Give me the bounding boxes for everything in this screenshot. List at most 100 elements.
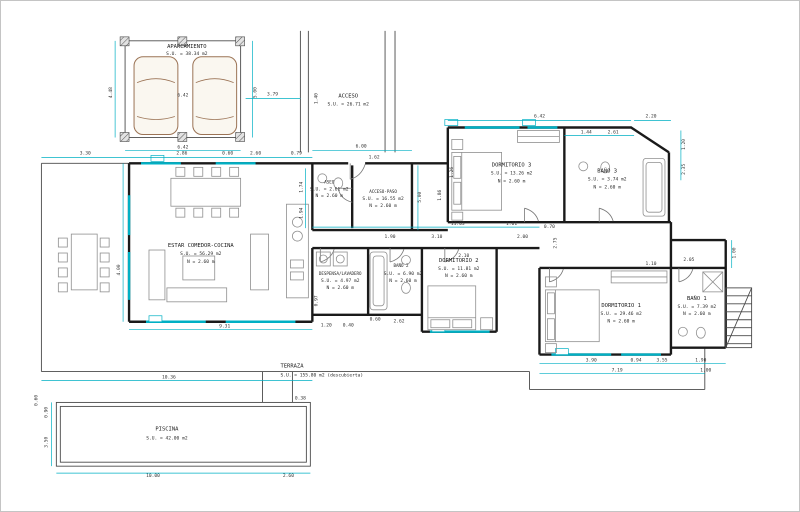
- garage: [119, 36, 245, 142]
- dim-label: 3.79: [267, 92, 278, 98]
- room-label-despensa: DESPENSA/LAVADERO: [319, 271, 362, 276]
- dim-label: 2.62: [393, 319, 404, 325]
- window-tag: [148, 315, 163, 323]
- dim-label: 2.10: [458, 253, 469, 259]
- room-height-acceso-paso: N = 2.60 m: [369, 203, 397, 209]
- dim-label: 5.00: [253, 87, 259, 98]
- dim-label: 1.74: [298, 182, 304, 193]
- stairs: [725, 287, 753, 349]
- furniture: [57, 130, 724, 354]
- dim-label: 1.40: [313, 93, 319, 104]
- dim-label: 0.90: [43, 407, 49, 418]
- dim-label: 2.60: [283, 473, 294, 479]
- room-area-dormitorio-1: S.U. = 29.46 m2: [600, 311, 642, 317]
- sofa-icon: [148, 249, 228, 303]
- dim-label: 1.62: [369, 154, 380, 160]
- room-label-estar: ESTAR COMEDOR-COCINA: [168, 243, 235, 249]
- dim-label: 0.60: [370, 317, 381, 323]
- room-label-bano-3: BAÑO 3: [597, 167, 617, 174]
- dim-label: 1.90: [385, 234, 396, 240]
- bathtub-icon: [578, 157, 666, 217]
- kitchen-counter-icon: [250, 203, 309, 299]
- room-height-estar: N = 2.60 m: [187, 259, 215, 265]
- bed-icon: [451, 130, 560, 221]
- terrace-outline: [40, 30, 706, 403]
- dim-label: 1.00: [700, 368, 711, 374]
- room-height-dormitorio-3: N = 2.60 m: [498, 178, 526, 184]
- dimension-lines: [41, 40, 733, 474]
- dim-label: 7.19: [612, 368, 623, 374]
- dim-label: 1.20: [681, 139, 687, 150]
- room-label-piscina: PISCINA: [155, 426, 179, 432]
- dim-label: 6.42: [177, 144, 188, 150]
- room-area-piscina: S.U. = 42.00 m2: [146, 435, 188, 441]
- room-height-despensa: N = 2.60 m: [326, 285, 354, 291]
- toilet-sink-icon: [317, 173, 344, 190]
- dim-label: 6.42: [177, 93, 188, 99]
- doors: [319, 163, 694, 283]
- room-area-dormitorio-3: S.U. = 13.26 m2: [491, 170, 533, 176]
- room-label-dormitorio-1: DORMITORIO 1: [601, 303, 641, 309]
- pool-outer-edge: [55, 401, 311, 467]
- washer-icon: [315, 251, 348, 267]
- room-label-acceso-paso: ACCESO-PASO: [369, 189, 397, 194]
- room-label-acceso: ACCESO: [338, 94, 358, 100]
- dim-label: 0.60: [222, 150, 233, 156]
- dim-label: 3.30: [80, 150, 91, 156]
- dim-label: 1.44: [581, 129, 592, 135]
- bed-icon: [427, 285, 494, 331]
- dim-label: 0.97: [313, 295, 319, 306]
- car-icon: [133, 56, 179, 135]
- dim-label: 2.61: [608, 129, 619, 135]
- room-area-dormitorio-2: S.U. = 11.81 m2: [438, 266, 480, 272]
- dim-label: 3.50: [43, 437, 49, 448]
- room-area-terraza: S.U. = 155.80 m2 (descubierta): [280, 373, 363, 379]
- room-area-aparcamiento: S.U. = 38.34 m2: [166, 51, 208, 57]
- room-labels: APARCAMIENTO S.U. = 38.34 m2 ACCESO S.U.…: [146, 44, 716, 441]
- room-height-bano-2: N = 2.60 m: [389, 278, 417, 284]
- window-tag: [522, 119, 536, 126]
- dim-label: 9.31: [219, 324, 230, 330]
- dim-label: 5.00: [417, 191, 423, 202]
- shower-icon: [678, 271, 724, 339]
- dim-label: 1.94: [298, 207, 304, 218]
- room-area-acceso: S.U. = 26.71 m2: [328, 102, 370, 108]
- room-area-aseo: S.U. = 2.61 m2: [310, 186, 349, 192]
- dim-label: 4.48: [108, 87, 114, 98]
- room-area-bano-1: S.U. = 7.39 m2: [678, 304, 717, 310]
- dim-label: 6.00: [356, 143, 367, 149]
- dim-label: 2.60: [250, 150, 261, 156]
- room-label-terraza: TERRAZA: [280, 364, 304, 370]
- room-label-dormitorio-3: DORMITORIO 3: [492, 162, 532, 168]
- dim-label: 1.10: [646, 261, 657, 267]
- dim-label: 3.90: [586, 358, 597, 364]
- window-tag: [444, 119, 459, 126]
- dim-label: 10.00: [146, 473, 160, 479]
- room-label-bano-2: BAÑO 2: [393, 263, 409, 268]
- dim-label: 1.00: [732, 247, 738, 258]
- dim-label: 1.86: [437, 189, 443, 200]
- dimension-labels: 6.42 4.48 5.00 6.42 3.79 1.40 3.30 2.86 …: [33, 87, 737, 479]
- room-area-bano-2: S.U. = 6.90 m2: [384, 271, 423, 277]
- room-height-dormitorio-1: N = 2.60 m: [607, 319, 635, 325]
- dim-label: 3.10: [431, 234, 442, 240]
- window-tag: [555, 348, 569, 355]
- room-height-bano-3: N = 2.60 m: [593, 184, 621, 190]
- dim-label: 0.40: [343, 323, 354, 329]
- dim-label: 0.60: [33, 395, 39, 406]
- room-area-estar: S.U. = 56.29 m2: [180, 251, 222, 257]
- dim-label: 2.35: [681, 164, 687, 175]
- room-label-aseo: ASEO: [324, 179, 335, 184]
- dim-label: 0.94: [631, 358, 642, 364]
- car-icon: [192, 56, 238, 135]
- dim-label: 11.03: [451, 221, 465, 227]
- room-area-bano-3: S.U. = 3.74 m2: [588, 176, 627, 182]
- dim-label: 0.70: [544, 224, 555, 230]
- dim-label: 2.75: [552, 237, 558, 248]
- dim-label: 2.00: [517, 234, 528, 240]
- room-height-bano-1: N = 2.60 m: [683, 311, 711, 317]
- bed-icon: [545, 270, 668, 354]
- dim-label: 4.00: [116, 264, 122, 275]
